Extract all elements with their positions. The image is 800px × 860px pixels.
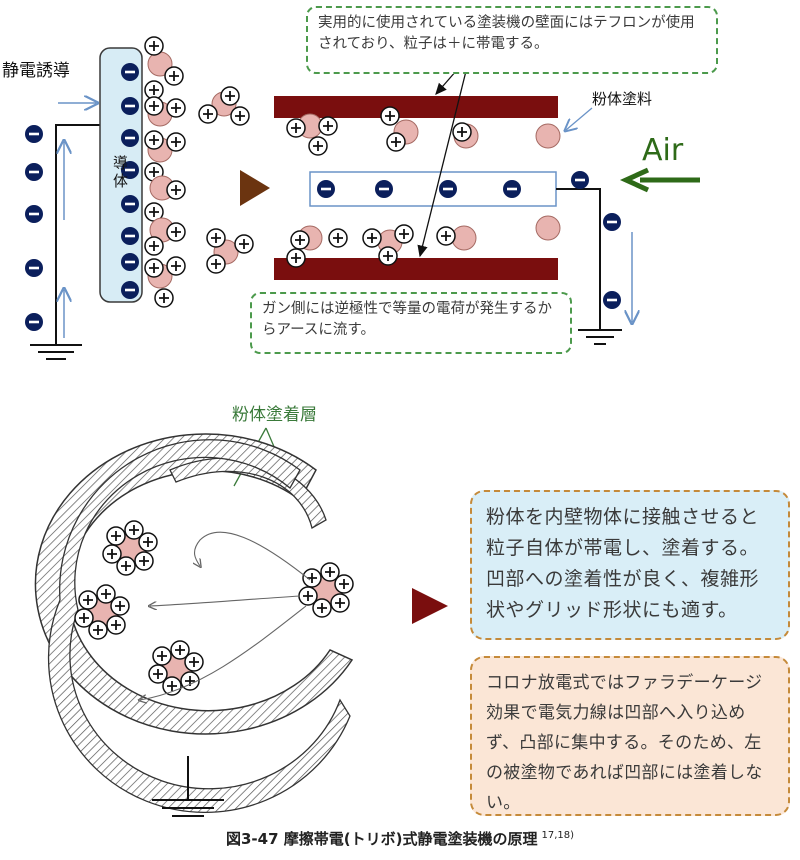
right-negative-charges bbox=[571, 171, 621, 309]
label-coating-layer: 粉体塗着層 bbox=[232, 404, 317, 425]
figure-caption-refs: 17,18) bbox=[541, 830, 574, 841]
label-air: Air bbox=[642, 133, 684, 168]
bottom-ground bbox=[152, 756, 224, 817]
note-gun-side: ガン側には逆極性で等量の電荷が発生するからアースに流す。 bbox=[250, 292, 572, 354]
left-ground-wire bbox=[30, 124, 100, 360]
note-gun-side-text: ガン側には逆極性で等量の電荷が発生するからアースに流す。 bbox=[262, 301, 552, 338]
flying-particles-top bbox=[198, 86, 250, 126]
particle-cluster-3 bbox=[149, 641, 203, 695]
particle-cluster-4 bbox=[299, 563, 353, 617]
powder-paint-pointer bbox=[566, 107, 593, 130]
note-corona: コロナ放電式ではファラデーケージ効果で電気力線は凹部へ入り込めず、凸部に集中する… bbox=[470, 656, 790, 816]
particle-cluster-2 bbox=[75, 585, 129, 639]
inner-lining bbox=[47, 439, 351, 814]
tube-wall-top bbox=[274, 96, 558, 118]
tube-wall-bottom bbox=[274, 258, 558, 280]
note-teflon-text: 実用的に使用されている塗装機の壁面にはテフロンが使用されており、粒子は＋に帯電す… bbox=[318, 15, 695, 52]
right-ground-wire bbox=[556, 188, 622, 345]
air-arrow bbox=[619, 167, 700, 193]
conductor-particles bbox=[144, 36, 186, 308]
particle-cluster-1 bbox=[103, 521, 157, 575]
note-inner-wall: 粉体を内壁物体に接触させると粒子自体が帯電し、塗着する。凹部への塗着性が良く、複… bbox=[470, 490, 790, 640]
note-inner-wall-text: 粉体を内壁物体に接触させると粒子自体が帯電し、塗着する。凹部への塗着性が良く、複… bbox=[486, 506, 760, 621]
note-teflon: 実用的に使用されている塗装機の壁面にはテフロンが使用されており、粒子は＋に帯電す… bbox=[306, 6, 718, 74]
label-conductor-2: 体 bbox=[113, 172, 128, 190]
gun-nozzle-triangle bbox=[240, 170, 270, 206]
flow-lines bbox=[140, 531, 311, 700]
flying-particles-bottom bbox=[206, 228, 254, 274]
spray-nozzle-triangle bbox=[412, 588, 448, 624]
left-current-arrows bbox=[58, 103, 96, 338]
figure-caption-title: 図3-47 摩擦帯電(トリボ)式静電塗装機の原理 bbox=[225, 830, 538, 848]
label-powder-paint: 粉体塗料 bbox=[592, 90, 652, 108]
left-negative-charges bbox=[25, 125, 43, 331]
label-conductor-1: 導 bbox=[113, 154, 128, 172]
label-electrostatic-induction: 静電誘導 bbox=[2, 61, 70, 81]
note-corona-text: コロナ放電式ではファラデーケージ効果で電気力線は凹部へ入り込めず、凸部に集中する… bbox=[486, 673, 763, 813]
